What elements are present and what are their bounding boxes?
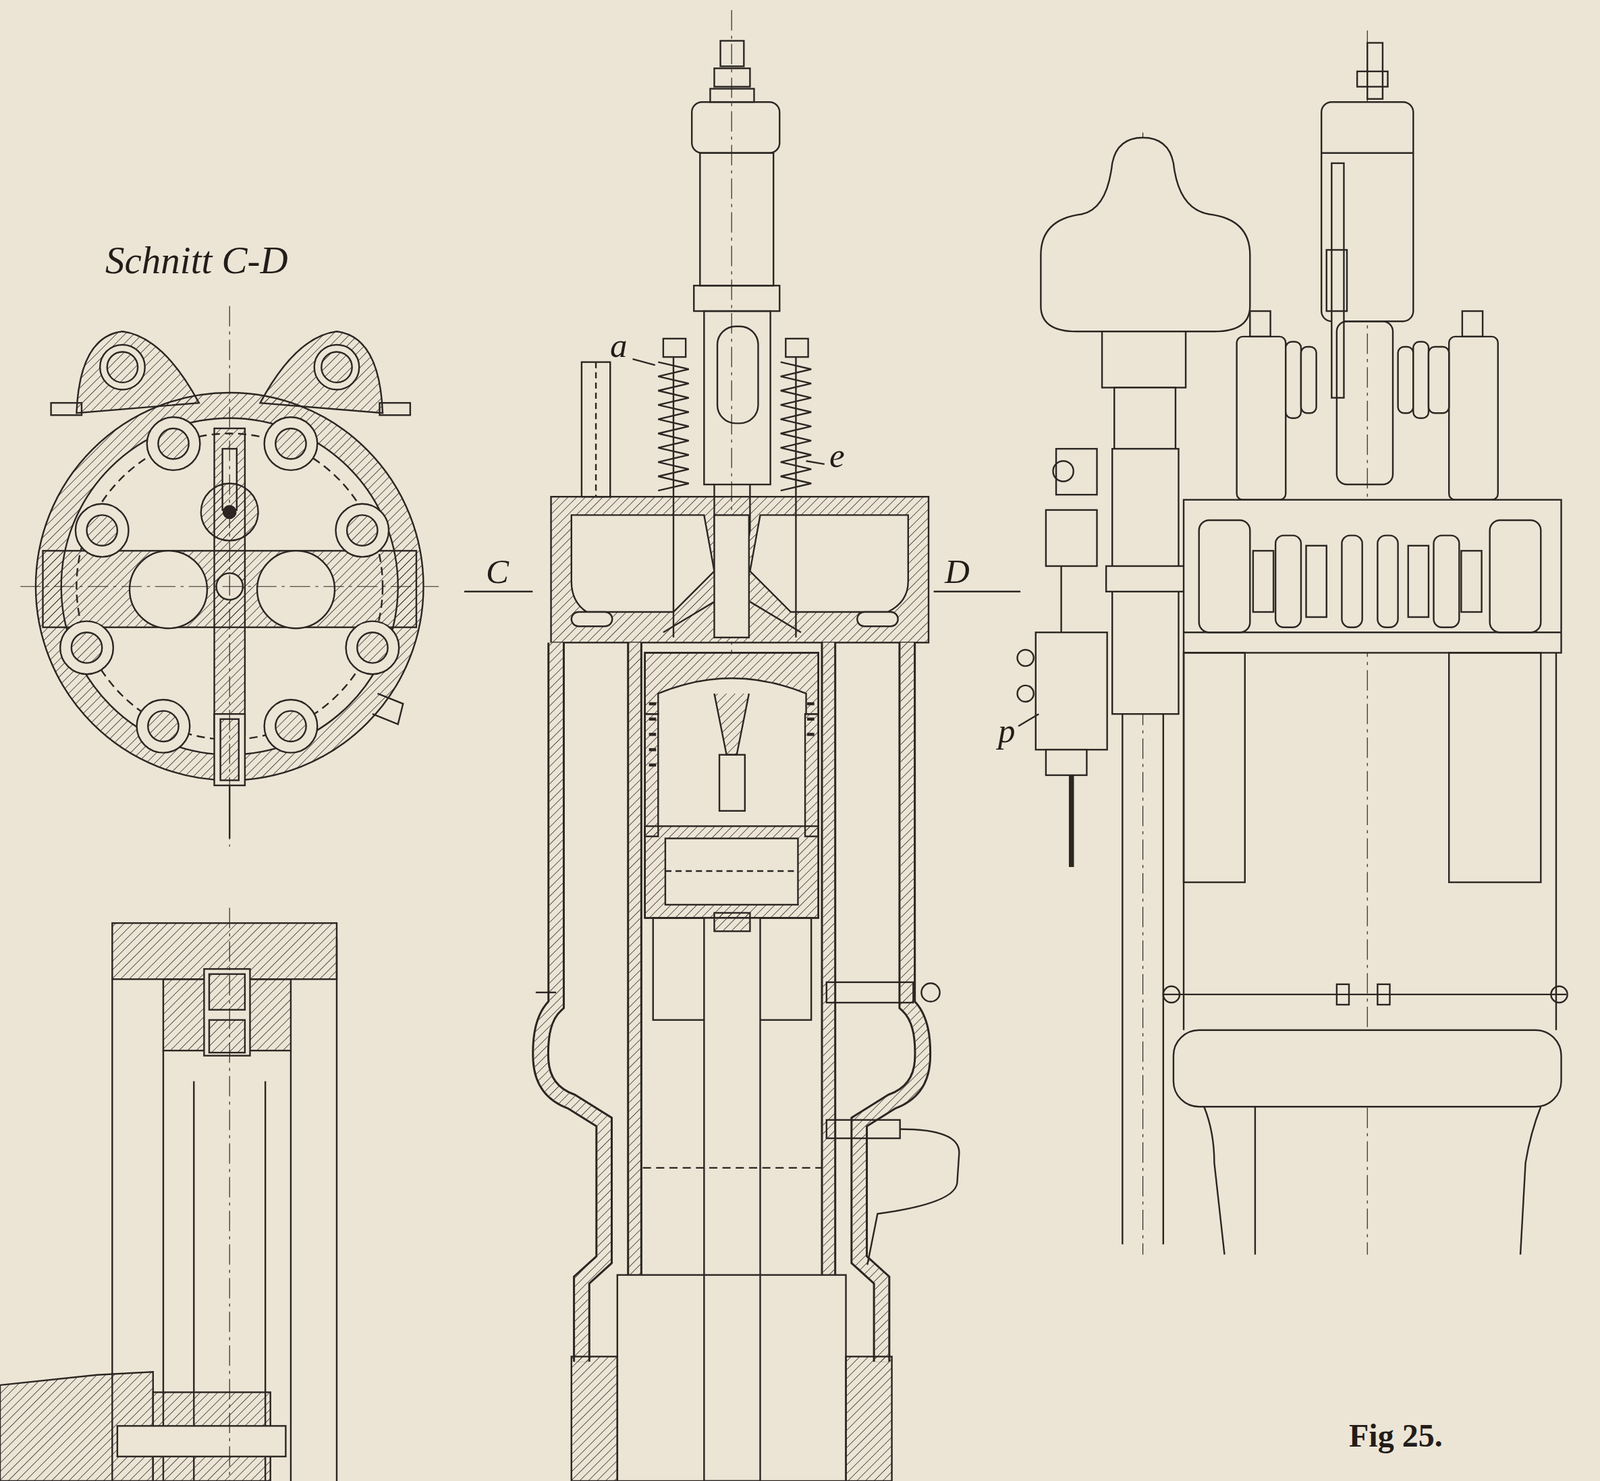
part-label: D	[944, 554, 970, 590]
figure-caption: Fig 25.	[1348, 1419, 1443, 1453]
side-view	[1017, 30, 1568, 1255]
cylinder-section	[535, 10, 960, 1481]
part-label: e	[829, 438, 845, 474]
marker-lines	[464, 359, 1039, 727]
cross-section	[20, 306, 439, 847]
part-label: p	[998, 713, 1016, 749]
part-label: C	[485, 554, 509, 590]
column-section	[0, 907, 337, 1481]
section-title: Schnitt C-D	[105, 240, 289, 280]
part-label: a	[610, 328, 628, 364]
